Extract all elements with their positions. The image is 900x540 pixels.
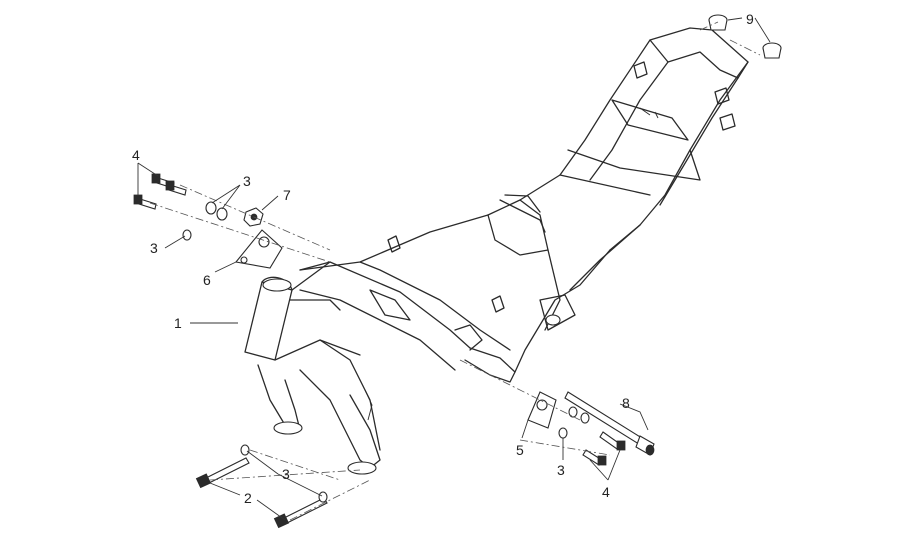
- washer-icon: [318, 491, 328, 503]
- washer-icon: [558, 427, 568, 439]
- washer-icon: [216, 207, 228, 221]
- washer-icon: [568, 406, 578, 418]
- washer-icon: [240, 444, 250, 456]
- callout-label-8: 8: [622, 395, 630, 411]
- callout-label-2: 2: [244, 490, 252, 506]
- long-bolt-icon: [273, 497, 328, 529]
- callout-label-1: 1: [174, 315, 182, 331]
- callout-label-6: 6: [203, 272, 211, 288]
- assembly-axis-lines: [149, 21, 761, 521]
- through-bolt-icon: [564, 391, 655, 456]
- long-bolt-icon: [195, 457, 250, 489]
- washer-icon: [205, 201, 217, 215]
- mount-bracket-icon: [527, 391, 557, 429]
- bolt-icon: [133, 194, 157, 210]
- rubber-cap-icon: [708, 14, 728, 31]
- callout-label-7: 7: [283, 187, 291, 203]
- callout-label-3: 3: [557, 462, 565, 478]
- callout-label-4: 4: [132, 147, 140, 163]
- callout-label-3: 3: [150, 240, 158, 256]
- bolt-icon: [582, 449, 607, 466]
- washer-icon: [182, 229, 192, 241]
- callout-leaders: [137, 17, 771, 521]
- callout-label-3: 3: [282, 466, 290, 482]
- callout-label-4: 4: [602, 484, 610, 500]
- mount-bracket-icon: [234, 229, 283, 269]
- callout-label-3: 3: [243, 173, 251, 189]
- washer-icon: [580, 412, 590, 424]
- bolt-icon: [165, 180, 187, 196]
- motorcycle-frame: [244, 27, 749, 475]
- bolt-icon: [599, 431, 626, 451]
- callout-label-9: 9: [746, 11, 754, 27]
- rubber-cap-icon: [762, 42, 782, 59]
- callout-label-5: 5: [516, 442, 524, 458]
